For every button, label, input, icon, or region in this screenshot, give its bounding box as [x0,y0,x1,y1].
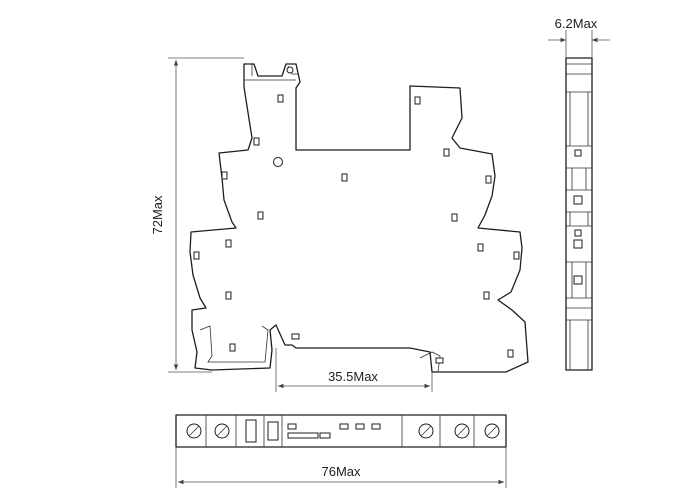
bottom-width-label: 76Max [321,464,361,479]
side-view-outline [565,57,593,371]
top-width-label: 6.2Max [555,16,598,31]
clip-hole [286,66,294,74]
front-view-outline [189,63,529,373]
bottom-foot [199,325,269,363]
screw-terminals [186,423,500,439]
round-hole [273,157,283,167]
bottom-notch [419,351,441,373]
height-dimension: 72Max [150,57,244,373]
front-view [189,63,529,373]
slots [193,94,520,364]
indicator-slots [245,419,381,443]
side-view [565,57,593,371]
top-view [175,414,507,448]
inner-width-label: 35.5Max [328,369,378,384]
height-label: 72Max [150,195,165,235]
bottom-width-dimension: 76Max [175,447,507,488]
inner-width-dimension: 35.5Max [275,348,433,392]
top-width-dimension: 6.2Max [548,16,610,58]
top-view-outline [175,414,507,448]
